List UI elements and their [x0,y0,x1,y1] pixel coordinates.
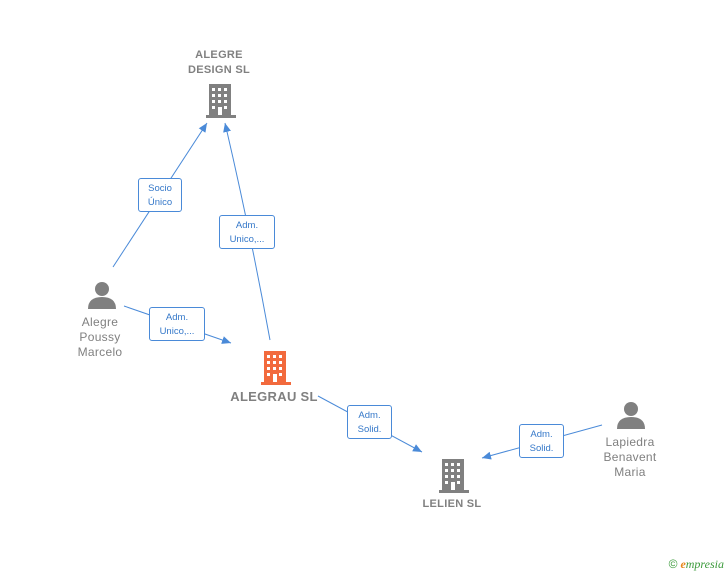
company-label-lelien[interactable]: LELIEN SL [422,498,482,510]
building-icon [206,84,236,118]
person-label-alegre-poussy[interactable]: Alegre Poussy Marcelo [77,315,123,359]
person-label-lapiedra[interactable]: Lapiedra Benavent Maria [603,435,657,479]
building-icon-main [261,351,291,385]
copyright-symbol: © [668,557,678,571]
edge-label-adm-solid-lapiedra: Adm. Solid. [519,424,564,458]
edge-label-socio-unico: Socio Único [138,178,182,212]
brand-initial: e [680,557,686,571]
person-icon [88,282,116,309]
person-icon [617,402,645,429]
edge-label-adm-unico-alegrau: Adm. Unico,... [149,307,205,341]
edge-label-adm-solid-alegrau: Adm. Solid. [347,405,392,439]
edge-label-adm-unico-design: Adm. Unico,... [219,215,275,249]
company-label-alegrau[interactable]: ALEGRAU SL [230,389,318,404]
brand-logo: © empresia [669,557,724,572]
brand-name: mpresia [685,557,724,571]
company-label-alegre-design[interactable]: ALEGRE DESIGN SL [188,49,250,76]
building-icon [439,459,469,493]
